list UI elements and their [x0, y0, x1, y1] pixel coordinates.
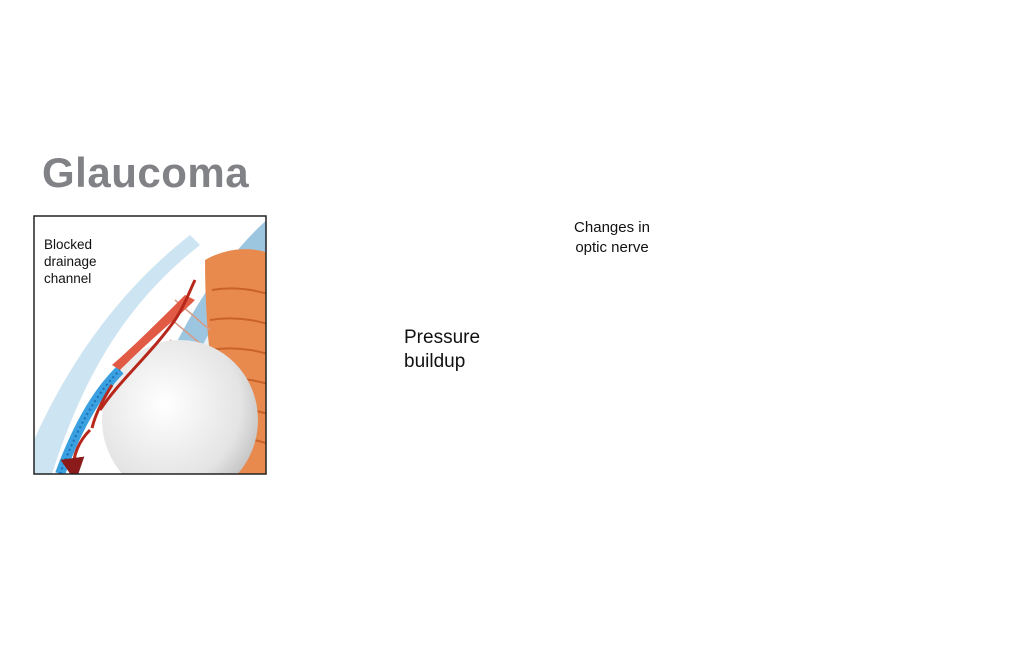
- label-optic-line-2: optic nerve: [575, 239, 649, 256]
- label-blocked-drainage-channel: Blocked drainage channel: [44, 236, 134, 287]
- label-drainage-line-2: drainage: [44, 254, 97, 269]
- inset-drainage-detail: [33, 215, 267, 475]
- label-optic-line-1: Changes in: [574, 219, 650, 236]
- label-pressure-line-1: Pressure: [404, 327, 481, 348]
- label-drainage-line-1: Blocked: [44, 237, 93, 252]
- label-pressure-line-2: buildup: [404, 351, 466, 372]
- label-drainage-line-3: channel: [44, 271, 92, 286]
- label-pressure-buildup: Pressure buildup: [404, 326, 480, 374]
- label-changes-in-optic-nerve: Changes in optic nerve: [564, 218, 660, 258]
- diagram-title: Glaucoma: [42, 149, 250, 196]
